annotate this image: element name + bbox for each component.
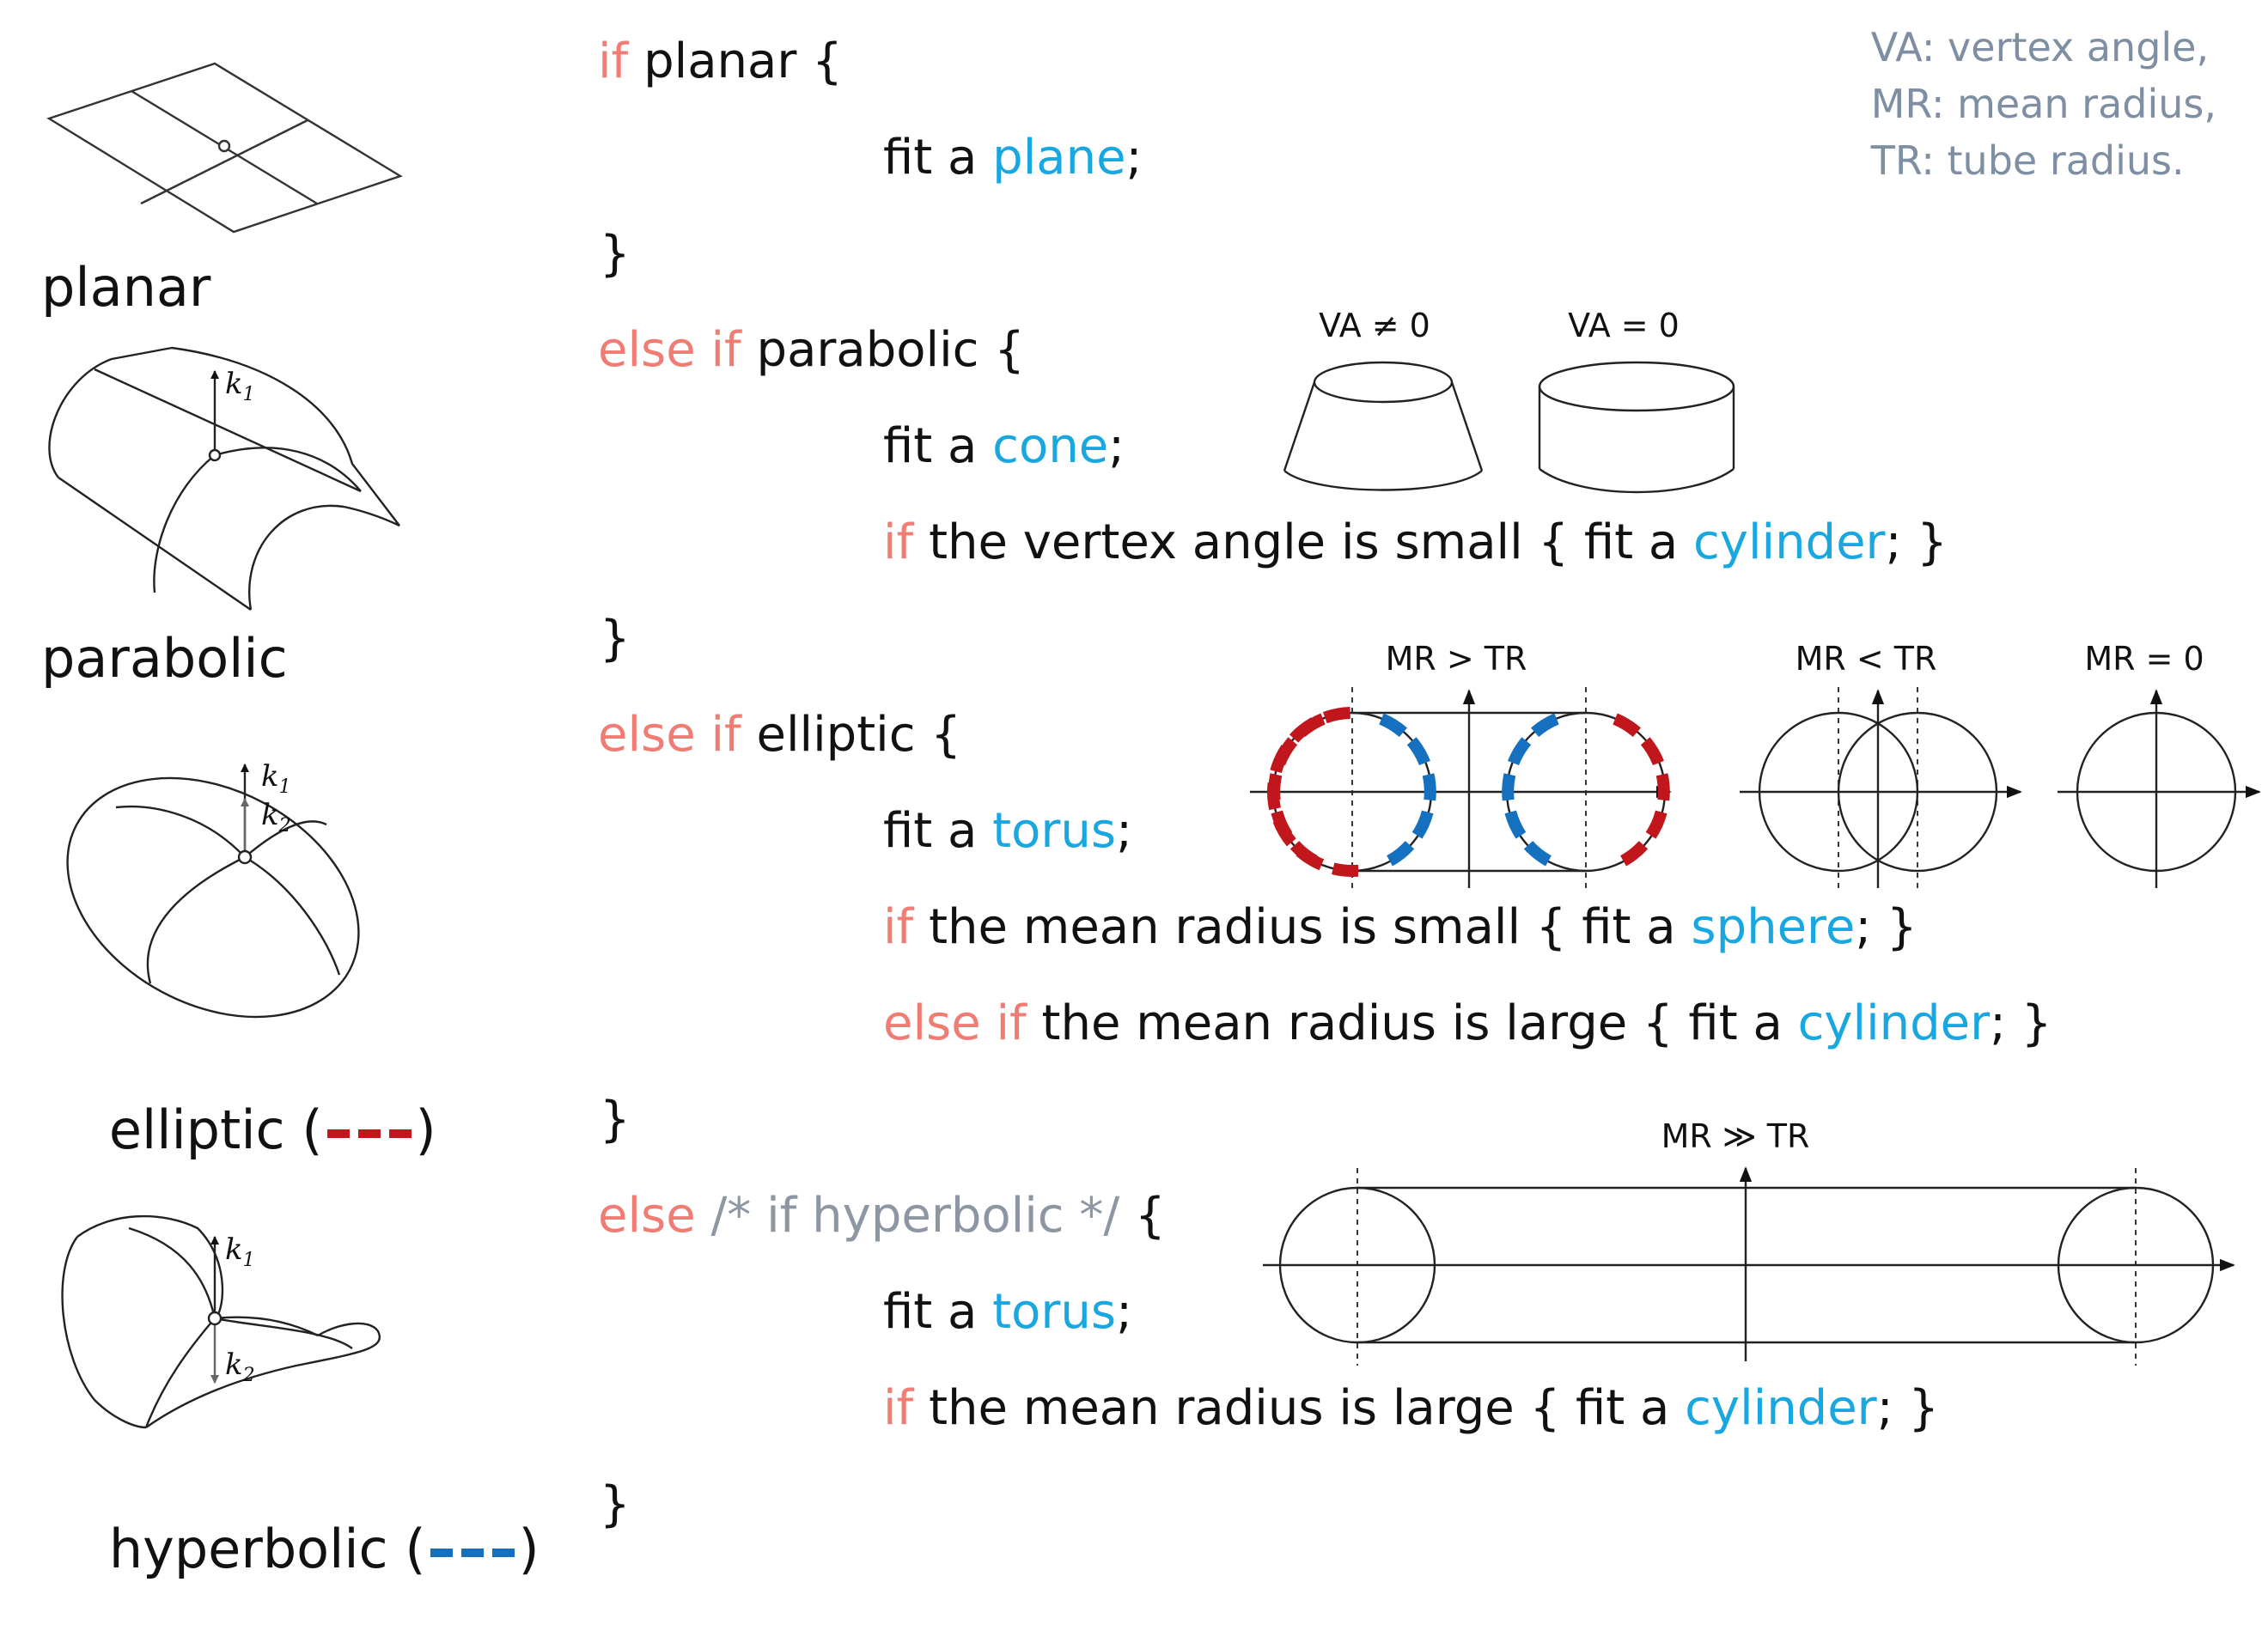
code-text: ; } (1885, 514, 1948, 570)
code-text: fit a (883, 1284, 993, 1340)
code-text: ; (1125, 130, 1143, 186)
code-line-fit-torus: fit a torus; (883, 807, 1132, 855)
figure-drawings: k1 k1 k2 k1 k2 (46, 62, 2261, 1429)
surface-fitting-diagram: VA: vertex angle, MR: mean radius, TR: t… (41, 19, 2261, 1580)
code-text: the vertex angle is small { fit a (913, 514, 1694, 570)
legend-line-va: VA: vertex angle, (1870, 24, 2210, 70)
k2-label: k2 (225, 1348, 255, 1386)
keyword: if (883, 514, 914, 570)
k2-label: k2 (261, 798, 291, 837)
k1-label: k1 (225, 1232, 255, 1271)
shape-type: cone (992, 418, 1109, 474)
shape-type: cylinder (1685, 1380, 1877, 1436)
hyperbolic-label-text: hyperbolic ( (108, 1518, 426, 1580)
wide-torus-mr-gg-tr-label: MR ≫ TR (1661, 1117, 1810, 1155)
code-line-else-if-elliptic: else if elliptic { (598, 711, 961, 759)
code-closing-brace: } (600, 611, 631, 666)
shape-type: cylinder (1693, 514, 1886, 570)
elliptic-dash-swatch (323, 1098, 416, 1161)
code-line-else-if-parabolic: else if parabolic { (598, 326, 1025, 374)
code-line-if-mean-radius-large: if the mean radius is large { fit a cyli… (883, 1384, 1939, 1433)
code-line-fit-cone: fit a cone; (883, 423, 1125, 471)
keyword: if (883, 899, 914, 955)
k1-label: k1 (225, 367, 255, 405)
sphere-figure (2058, 689, 2261, 888)
code-line-if-planar: if planar { (598, 38, 843, 86)
hyperbolic-inner-arcs (1379, 713, 1559, 871)
code-text: the mean radius is small { fit a (913, 899, 1692, 955)
shape-type: plane (992, 130, 1126, 186)
parabolic-surface-icon (48, 346, 400, 611)
cone-figure (1283, 361, 1484, 491)
keyword: if (883, 1380, 914, 1436)
hyperbolic-close-paren: ) (518, 1518, 540, 1580)
planar-surface-icon (46, 62, 403, 234)
legend-line-tr: TR: tube radius. (1870, 137, 2185, 184)
code-text: ; } (1990, 995, 2052, 1051)
code-text: ; (1108, 418, 1125, 474)
code-closing-brace: } (600, 226, 631, 282)
hyperbolic-dash-swatch (426, 1518, 519, 1580)
code-line-else-if-mean-radius-large: else if the mean radius is large { fit a… (883, 1000, 2052, 1048)
elliptic-outer-arcs (1268, 713, 1670, 871)
code-text: ; (1116, 803, 1132, 859)
code-text: parabolic { (741, 322, 1025, 378)
code-text: ; } (1855, 899, 1917, 955)
elliptic-surface-icon (66, 764, 360, 1019)
code-closing-brace: } (600, 1476, 631, 1532)
code-closing-brace: } (600, 1092, 631, 1147)
code-text: the mean radius is large { fit a (913, 1380, 1686, 1436)
code-line-if-mean-radius-small: if the mean radius is small { fit a sphe… (883, 904, 1917, 952)
legend-line-mr: MR: mean radius, (1870, 81, 2216, 127)
shape-type: cylinder (1797, 995, 1991, 1051)
code-text: fit a (883, 130, 993, 186)
code-text: elliptic { (741, 707, 961, 763)
spindle-mr-lt-tr-label: MR < TR (1796, 640, 1937, 678)
code-text: planar { (628, 33, 843, 89)
code-text: fit a (883, 803, 993, 859)
abbreviation-legend: VA: vertex angle, MR: mean radius, TR: t… (1871, 19, 2216, 189)
code-text: fit a (883, 418, 993, 474)
code-line-else-hyperbolic: else /* if hyperbolic */ { (598, 1192, 1166, 1240)
sphere-mr-eq-0-label: MR = 0 (2084, 640, 2204, 678)
keyword: else if (598, 707, 741, 763)
code-line-if-vertex-angle-small: if the vertex angle is small { fit a cyl… (883, 519, 1948, 567)
shape-type: sphere (1691, 899, 1856, 955)
cone-va-label: VA ≠ 0 (1319, 307, 1430, 344)
hyperbolic-surface-icon (61, 1214, 381, 1429)
code-comment: /* if hyperbolic */ (695, 1188, 1120, 1244)
code-line-fit-plane: fit a plane; (883, 134, 1142, 182)
cylinder-figure (1538, 361, 1735, 494)
planar-label: planar (41, 256, 211, 319)
code-text: ; (1116, 1284, 1132, 1340)
torus-mr-gt-tr-label: MR > TR (1386, 640, 1527, 678)
elliptic-label: elliptic () (41, 1036, 436, 1224)
code-text: { (1119, 1188, 1166, 1244)
code-line-fit-torus-hyperbolic: fit a torus; (883, 1288, 1132, 1336)
shape-type: torus (992, 803, 1117, 859)
elliptic-close-paren: ) (415, 1098, 436, 1161)
code-text: ; } (1876, 1380, 1939, 1436)
spindle-torus-figure (1740, 687, 2022, 893)
elliptic-label-text: elliptic ( (108, 1098, 323, 1161)
shape-type: torus (992, 1284, 1117, 1340)
keyword: else (598, 1188, 696, 1244)
hyperbolic-label: hyperbolic () (41, 1455, 540, 1643)
cylinder-va-label: VA = 0 (1568, 307, 1680, 344)
keyword: else if (598, 322, 741, 378)
parabolic-label: parabolic (41, 627, 288, 690)
k1-label: k1 (261, 759, 291, 798)
keyword: else if (883, 995, 1027, 1051)
wide-torus-figure (1263, 1166, 2235, 1366)
keyword: if (598, 33, 629, 89)
code-text: the mean radius is large { fit a (1026, 995, 1798, 1051)
